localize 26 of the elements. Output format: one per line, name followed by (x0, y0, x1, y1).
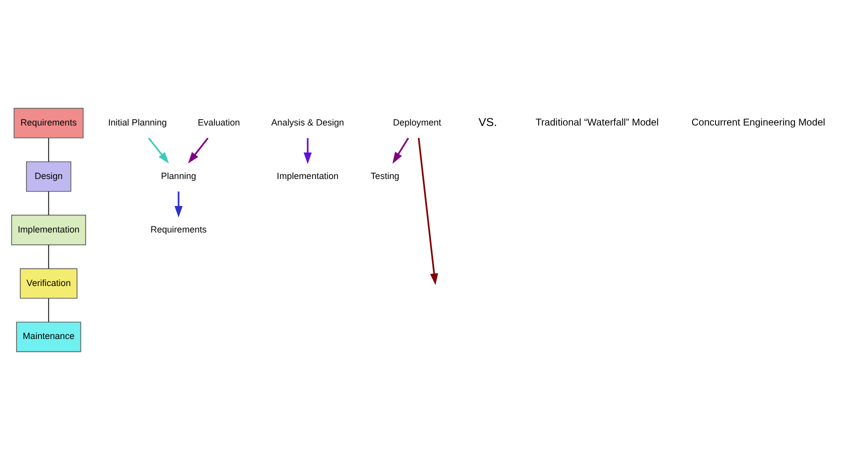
label: Traditional “Waterfall” Model (536, 117, 659, 128)
connector (48, 190, 50, 215)
node-text: Requirements (150, 224, 207, 234)
connector (48, 244, 50, 268)
node-box: Verification (20, 268, 78, 298)
node-text: Planning (161, 170, 196, 180)
node-text: Analysis & Design (271, 116, 344, 127)
node-box: Requirements (14, 107, 84, 138)
node-box: Design (26, 160, 72, 192)
label: VS. (478, 116, 498, 129)
connector (48, 298, 50, 322)
connector (48, 137, 50, 162)
label: Concurrent Engineering Model (691, 117, 826, 128)
node-text: Deployment (392, 116, 442, 127)
node-text: Testing (370, 170, 400, 180)
arrow (188, 137, 209, 164)
node-box: Implementation (11, 214, 86, 245)
node-text: Implementation (276, 170, 339, 180)
arrow (418, 137, 438, 285)
arrow (304, 138, 312, 164)
arrow (392, 137, 409, 164)
arrow (148, 137, 169, 164)
node-text: Evaluation (198, 116, 240, 127)
node-text: Initial Planning (108, 116, 167, 127)
node-box: Maintenance (16, 321, 82, 352)
arrow (174, 191, 183, 218)
